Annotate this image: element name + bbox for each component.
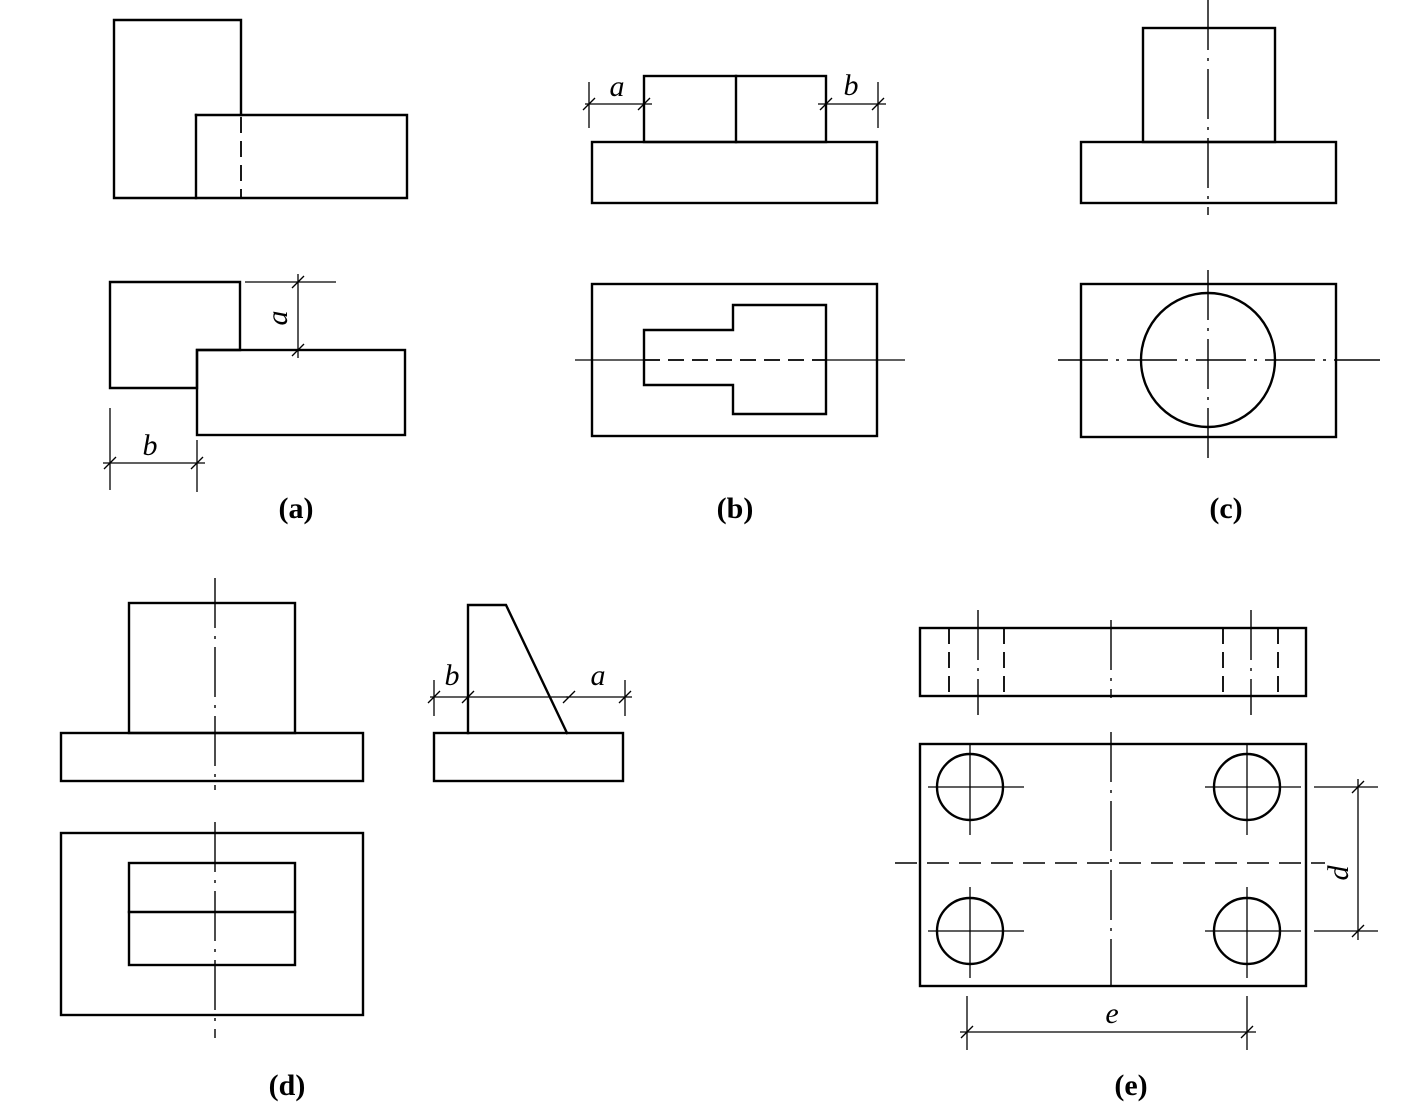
figure-e-top-view xyxy=(895,732,1378,1050)
figure-d-dim-a-label: a xyxy=(591,659,606,692)
figure-e-front-view xyxy=(918,610,1308,715)
figure-e-caption: (e) xyxy=(1114,1069,1147,1102)
figure-a-top-view xyxy=(103,274,407,492)
figure-a: a b (a) xyxy=(103,18,409,525)
figure-e-dim-d-label: d xyxy=(1322,865,1355,881)
figure-a-dim-a-label: a xyxy=(261,311,294,326)
figure-b-dim-b-label: b xyxy=(844,69,859,102)
figure-d-dim-b-label: b xyxy=(445,659,460,692)
figure-b-front-view xyxy=(582,74,886,205)
figure-c-top-view xyxy=(1058,270,1380,465)
figure-b-top-view xyxy=(575,282,905,438)
figure-a-caption: (a) xyxy=(279,492,314,525)
figure-d-caption: (d) xyxy=(269,1069,306,1102)
figure-c: (c) xyxy=(1058,0,1380,525)
figure-d-top-view xyxy=(59,822,365,1038)
figure-b: a b (b) xyxy=(575,69,905,525)
figure-d-side-view xyxy=(427,603,632,783)
figure-e: d e (e) xyxy=(895,610,1378,1102)
figure-c-caption: (c) xyxy=(1209,492,1242,525)
figure-b-dim-a-label: a xyxy=(610,70,625,103)
figure-e-dim-e-label: e xyxy=(1105,997,1118,1030)
figure-b-caption: (b) xyxy=(717,492,754,525)
figure-d: b a (d) xyxy=(59,578,632,1102)
figure-c-front-view xyxy=(1079,0,1338,215)
figure-a-dim-b-label: b xyxy=(143,429,158,462)
figure-a-front-view xyxy=(112,18,409,200)
figure-d-front-view xyxy=(59,578,365,790)
